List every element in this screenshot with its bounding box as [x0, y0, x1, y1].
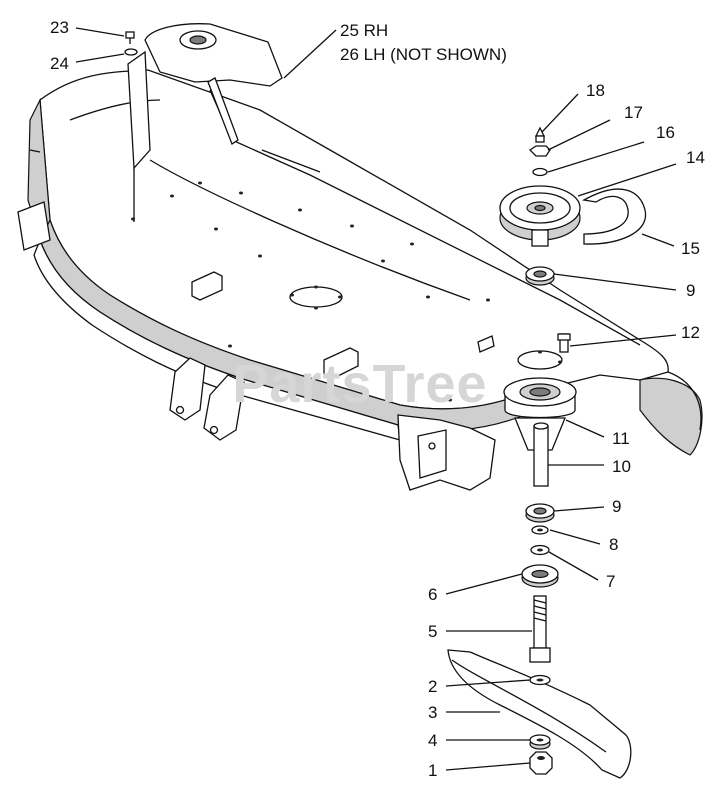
part-9-bearing-upper — [525, 266, 555, 286]
callout-9-lower: 9 — [612, 497, 621, 516]
callout-1: 1 — [428, 761, 437, 780]
callout-9-upper: 9 — [686, 281, 695, 300]
callout-4: 4 — [428, 731, 437, 750]
watermark-text: PartsTree — [232, 354, 487, 414]
part-24-washer — [124, 48, 138, 56]
callout-8: 8 — [609, 535, 618, 554]
mower-deck — [17, 23, 703, 491]
callout-16: 16 — [656, 123, 675, 142]
callout-7: 7 — [606, 572, 615, 591]
part-4-washer — [529, 734, 551, 750]
leader-lines — [75, 27, 677, 771]
part-11-spindle-housing — [503, 377, 577, 451]
callout-6: 6 — [428, 585, 437, 604]
part-8-spacer — [531, 525, 549, 535]
callout-17: 17 — [624, 103, 643, 122]
part-7-washer — [530, 544, 550, 556]
callout-2: 2 — [428, 677, 437, 696]
part-14-pulley — [499, 185, 581, 247]
part-16-washer — [532, 167, 548, 177]
part-23-bolt — [125, 31, 135, 44]
part-10-spindle-shaft — [533, 422, 549, 487]
part-9-bearing-lower — [525, 503, 555, 523]
callout-labels: 23 24 25 RH 26 LH (NOT SHOWN) 18 17 16 1… — [50, 18, 705, 780]
callout-11: 11 — [612, 429, 630, 448]
part-17-nut — [528, 145, 551, 157]
callout-18: 18 — [586, 81, 605, 100]
callout-5: 5 — [428, 622, 437, 641]
callout-23: 23 — [50, 18, 69, 37]
callout-14: 14 — [686, 148, 705, 167]
part-15-belt-guard — [582, 188, 647, 245]
part-5-spindle-bolt — [529, 595, 551, 663]
part-2-washer — [529, 674, 551, 686]
callout-10: 10 — [612, 457, 631, 476]
callout-3: 3 — [428, 703, 437, 722]
part-18-grease-fitting — [534, 126, 546, 143]
callout-24: 24 — [50, 54, 69, 73]
callout-25-rh: 25 RH — [340, 21, 388, 40]
part-12-bolt — [557, 333, 571, 353]
part-1-nut — [529, 751, 553, 775]
callout-12: 12 — [681, 323, 700, 342]
spindle-mount-plate — [517, 350, 563, 370]
callout-26-lh: 26 LH (NOT SHOWN) — [340, 45, 507, 64]
callout-15: 15 — [681, 239, 700, 258]
part-6-seal — [521, 564, 559, 588]
